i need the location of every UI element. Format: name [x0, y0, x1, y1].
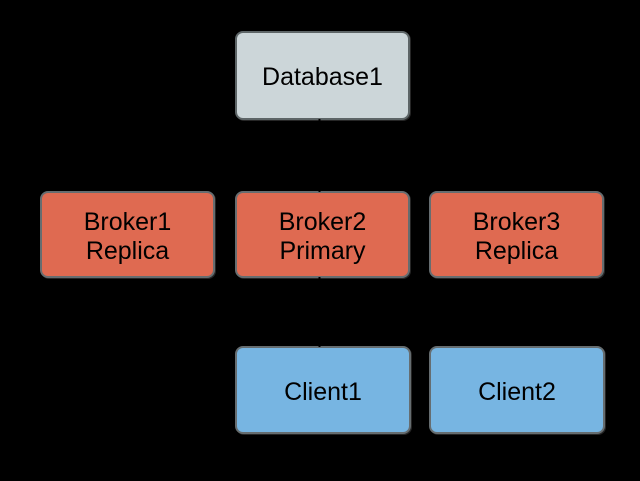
node-client2: Client2 — [429, 346, 605, 434]
node-label: Client2 — [478, 377, 556, 406]
node-broker1: Broker1 Replica — [40, 191, 215, 278]
node-label: Broker2 — [278, 207, 367, 236]
node-client1: Client1 — [235, 346, 411, 434]
node-database1: Database1 — [235, 31, 410, 120]
node-label: Client1 — [284, 377, 362, 406]
node-broker2: Broker2 Primary — [235, 191, 410, 278]
node-label: Broker3 — [472, 207, 561, 236]
node-sublabel: Replica — [474, 236, 559, 265]
node-broker3: Broker3 Replica — [429, 191, 604, 278]
node-sublabel: Replica — [85, 236, 170, 265]
node-sublabel: Primary — [279, 236, 366, 265]
node-label: Broker1 — [83, 207, 172, 236]
node-label: Database1 — [262, 63, 383, 91]
